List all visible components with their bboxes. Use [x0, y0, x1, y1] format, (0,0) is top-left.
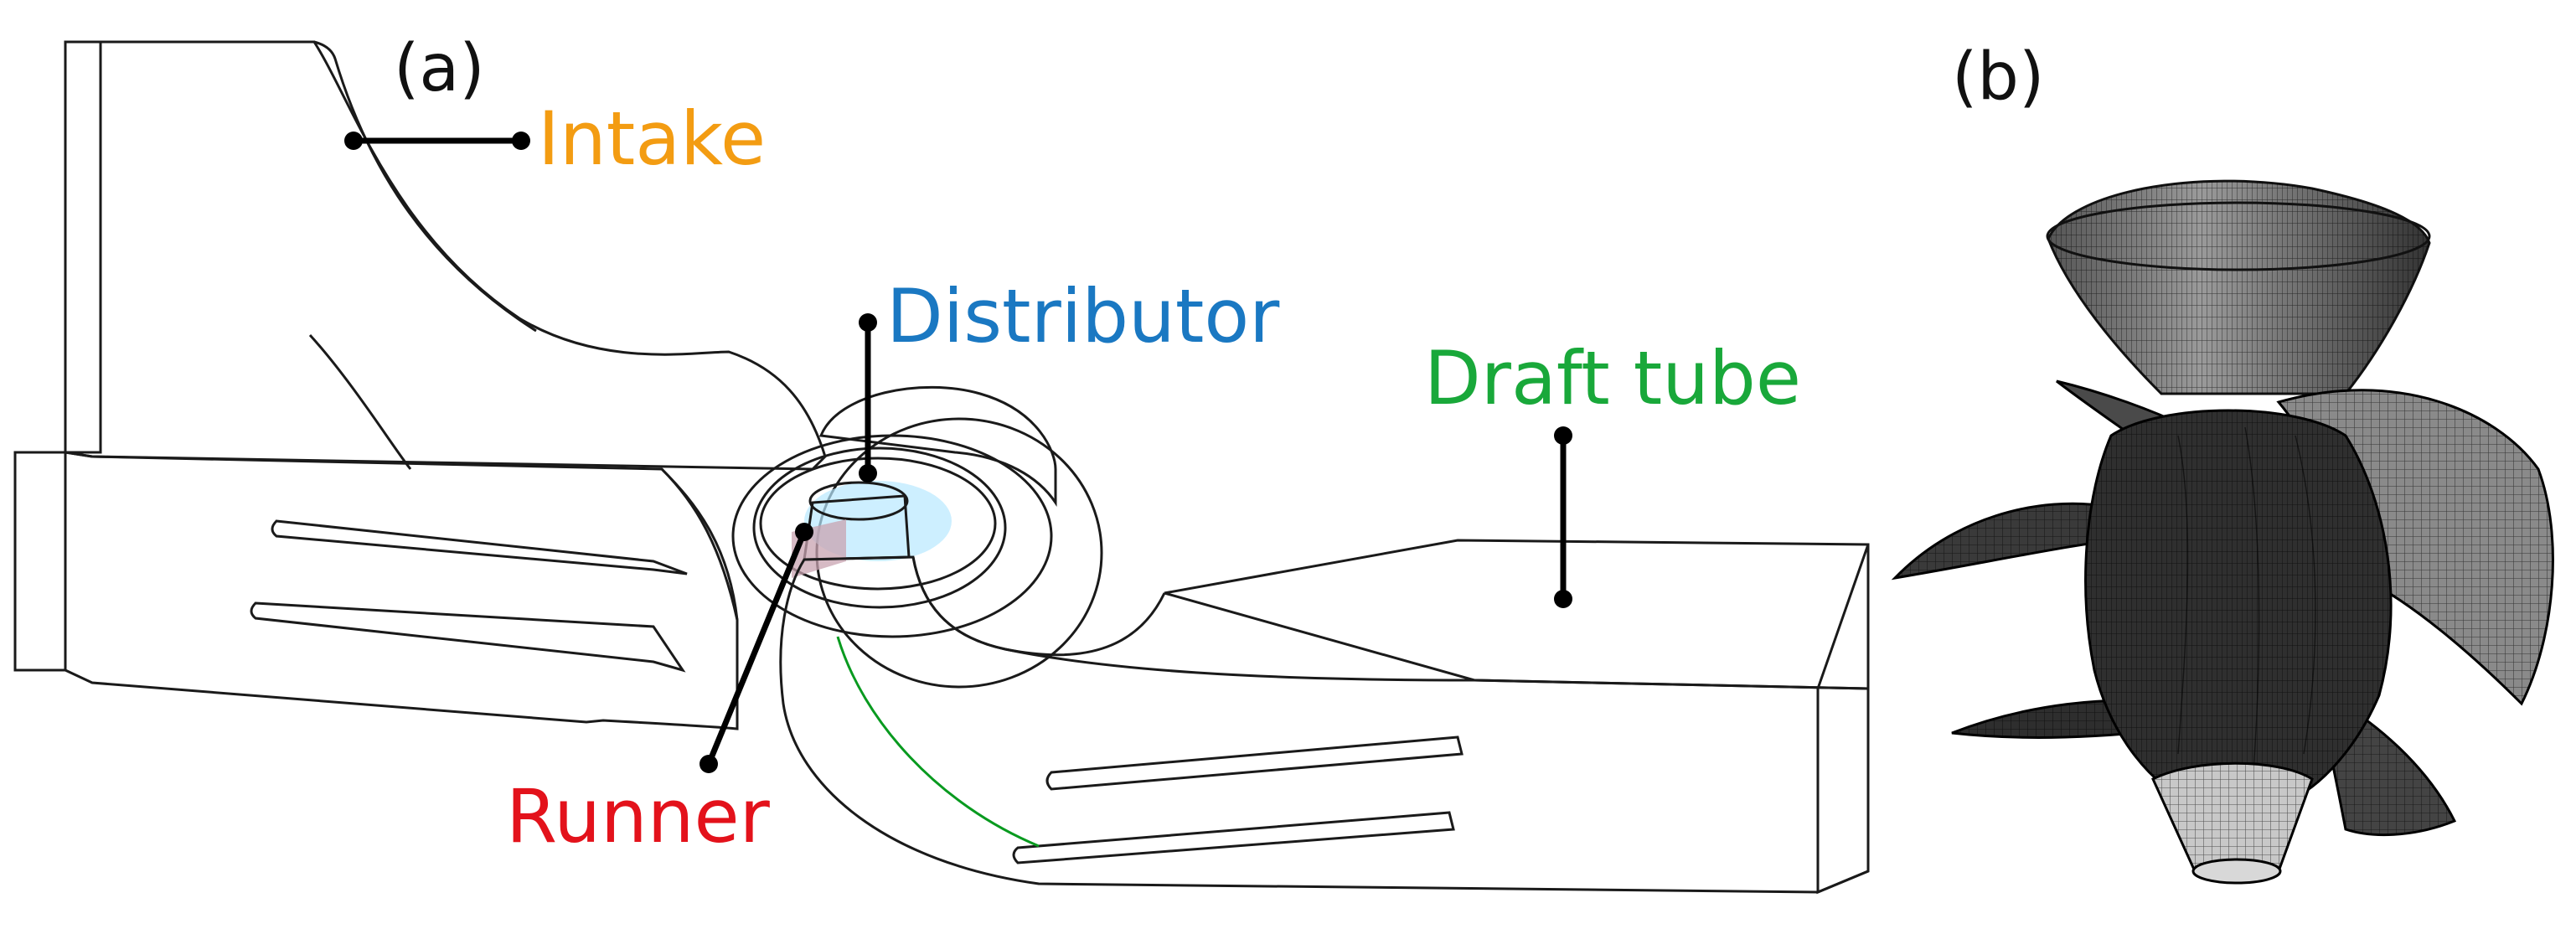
- runner-label: Runner: [506, 773, 771, 859]
- draft-tube-label: Draft tube: [1424, 335, 1801, 421]
- panel-b-runner-mesh: (b): [1891, 39, 2554, 885]
- runner-leader: [705, 529, 808, 767]
- spiral-casing: [731, 385, 1103, 689]
- leader-lines: [344, 132, 1572, 773]
- panel-b-label: (b): [1952, 39, 2044, 115]
- draft-tube-geometry: [779, 539, 1870, 895]
- panel-a-label: (a): [394, 31, 485, 106]
- intake-label: Intake: [538, 95, 766, 182]
- panel-a-diagram: (a) Intake Distributor Draft tube Runner: [13, 31, 1870, 895]
- distributor-label: Distributor: [886, 273, 1280, 359]
